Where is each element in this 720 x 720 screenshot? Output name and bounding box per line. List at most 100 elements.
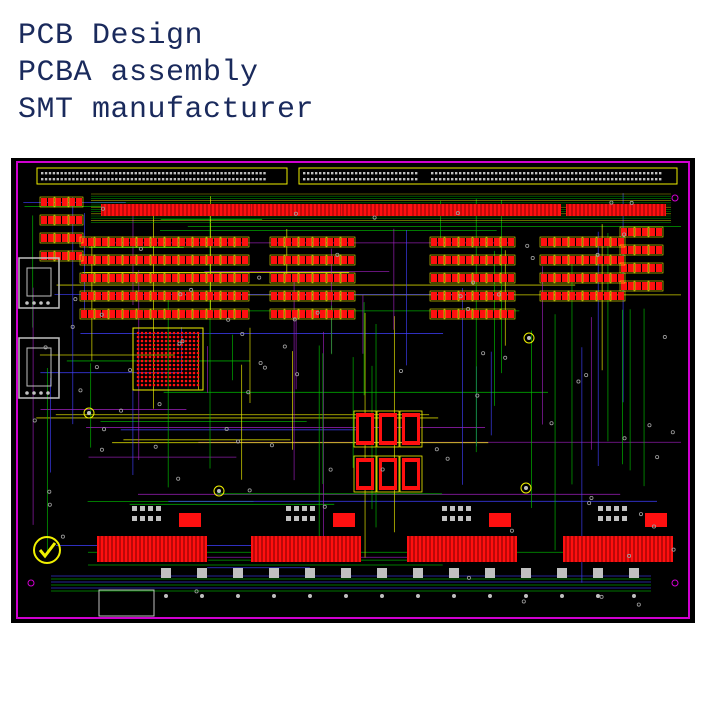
component-outline bbox=[53, 250, 70, 262]
smd-pad bbox=[459, 256, 465, 264]
smd-pad bbox=[102, 292, 108, 300]
smd-pad bbox=[278, 274, 284, 282]
via bbox=[595, 252, 600, 257]
component-outline bbox=[283, 272, 300, 284]
header-pin bbox=[351, 172, 354, 175]
bga-ball bbox=[196, 363, 200, 367]
header-pin bbox=[515, 172, 518, 175]
bga-ball bbox=[192, 367, 196, 371]
header-pin bbox=[611, 172, 614, 175]
header-pin bbox=[173, 178, 176, 181]
header-pin bbox=[56, 178, 59, 181]
smd-pad bbox=[452, 238, 458, 246]
bga-ball bbox=[168, 339, 172, 343]
header-pin bbox=[72, 178, 75, 181]
header-pin bbox=[391, 178, 394, 181]
smd-pad bbox=[576, 274, 582, 282]
copper-layer bbox=[41, 198, 673, 562]
smd-pad bbox=[62, 234, 68, 242]
smd-pad bbox=[590, 256, 596, 264]
component-outline bbox=[191, 254, 208, 266]
headline-line-pcba-assembly: PCBA assembly bbox=[18, 56, 259, 90]
header-pin bbox=[142, 178, 145, 181]
component-outline bbox=[233, 290, 250, 302]
component-outline bbox=[595, 272, 612, 284]
smd-pad bbox=[95, 310, 101, 318]
header-pin bbox=[165, 178, 169, 181]
header-pin bbox=[519, 178, 522, 181]
header-pin bbox=[551, 172, 554, 175]
header-pin bbox=[627, 172, 630, 175]
via bbox=[587, 501, 592, 506]
component-outline bbox=[39, 196, 56, 208]
header-pin bbox=[483, 172, 486, 175]
smd-pad bbox=[334, 310, 340, 318]
smd-pad bbox=[348, 274, 354, 282]
smd-pad bbox=[618, 256, 624, 264]
component-outline bbox=[135, 272, 152, 284]
bga-ball bbox=[168, 375, 172, 379]
header-pin bbox=[212, 172, 215, 175]
smd-pad bbox=[649, 264, 655, 272]
smd-pad bbox=[278, 238, 284, 246]
component-outline bbox=[39, 232, 56, 244]
smd-pad bbox=[494, 310, 500, 318]
via bbox=[455, 211, 460, 216]
header-pin bbox=[583, 178, 586, 181]
bga-ball bbox=[156, 331, 160, 335]
bga-ball bbox=[144, 351, 148, 355]
via bbox=[662, 335, 667, 340]
bga-ball bbox=[196, 339, 200, 343]
bga-ball bbox=[144, 367, 148, 371]
smd-pad bbox=[597, 292, 603, 300]
header-pin bbox=[200, 178, 204, 181]
via bbox=[328, 467, 333, 472]
header-pin bbox=[539, 178, 542, 181]
smd-pad bbox=[235, 256, 241, 264]
bga-ball bbox=[164, 343, 168, 347]
bga-ball bbox=[192, 347, 196, 351]
header-pin bbox=[359, 172, 362, 175]
component-outline bbox=[581, 254, 598, 266]
bga-ball bbox=[152, 343, 156, 347]
smd-pad bbox=[348, 238, 354, 246]
component-outline bbox=[633, 226, 650, 238]
bga-ball bbox=[160, 343, 164, 347]
smd-pad bbox=[487, 274, 493, 282]
header-pin bbox=[228, 172, 231, 175]
component-outline bbox=[539, 254, 556, 266]
bga-ball bbox=[188, 339, 192, 343]
header-pin bbox=[119, 178, 122, 181]
smd-pad bbox=[466, 256, 472, 264]
header-pin bbox=[68, 178, 71, 181]
bga-ball bbox=[188, 331, 192, 335]
rj45-pin bbox=[39, 391, 43, 395]
component-outline bbox=[135, 308, 152, 320]
header-pin bbox=[95, 172, 98, 175]
component-outline bbox=[205, 236, 222, 248]
via bbox=[262, 365, 267, 370]
edge-pad bbox=[449, 568, 459, 578]
header-pin bbox=[655, 172, 658, 175]
header-pin bbox=[403, 172, 406, 175]
header-pin bbox=[319, 178, 322, 181]
bga-ball bbox=[156, 375, 160, 379]
smd-pad bbox=[466, 310, 472, 318]
component-outline bbox=[79, 254, 96, 266]
header-pin bbox=[511, 178, 514, 181]
component-outline bbox=[297, 290, 314, 302]
component-outline bbox=[269, 254, 286, 266]
bga-ball bbox=[140, 363, 144, 367]
smd-pad bbox=[313, 256, 319, 264]
header-pin bbox=[523, 178, 526, 181]
smd-pad bbox=[341, 238, 347, 246]
component-outline bbox=[457, 290, 474, 302]
header-pin bbox=[363, 178, 366, 181]
header-pin bbox=[459, 178, 462, 181]
header-pin bbox=[575, 172, 578, 175]
component-outline bbox=[553, 272, 570, 284]
bga-ball bbox=[136, 339, 140, 343]
header-pin bbox=[193, 178, 196, 181]
smd-pad bbox=[292, 292, 298, 300]
header-pad bbox=[310, 506, 315, 511]
